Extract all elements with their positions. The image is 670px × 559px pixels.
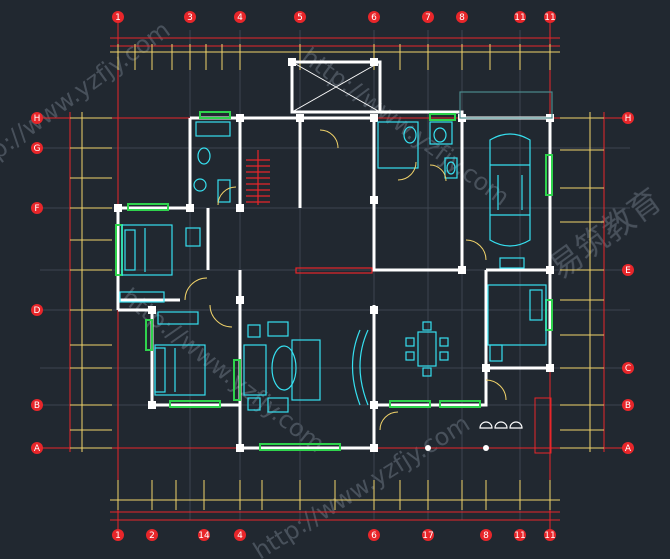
axis-label: A xyxy=(34,444,41,454)
axis-bubble: 11 xyxy=(514,529,526,541)
axis-label: 14 xyxy=(198,531,210,541)
axis-bubble: 11 xyxy=(514,11,526,23)
axis-bubble: 6 xyxy=(368,529,380,541)
axis-bubble: 7 xyxy=(422,11,434,23)
axis-bubble: G xyxy=(31,142,43,154)
axis-label: 11 xyxy=(544,531,555,541)
axis-bubble: C xyxy=(622,362,634,374)
axis-bubble: 11 xyxy=(544,529,556,541)
stair xyxy=(246,150,373,274)
top-axis-labels: 1 3 4 5 6 7 8 11 11 xyxy=(112,11,556,23)
axis-label: 8 xyxy=(483,531,489,541)
axis-label: 11 xyxy=(514,531,525,541)
axis-bubble: 17 xyxy=(422,529,434,541)
right-axis-labels: H E C B A xyxy=(622,112,634,454)
axis-label: 8 xyxy=(459,13,465,23)
axis-label: 5 xyxy=(297,13,303,23)
bottom-axis-labels: 1 2 14 4 6 17 8 11 11 xyxy=(112,529,556,541)
axis-bubble: A xyxy=(31,442,43,454)
axis-label: C xyxy=(625,364,631,374)
dimension-lines xyxy=(70,44,604,510)
axis-bubble: E xyxy=(622,264,634,276)
left-axis-labels: H G F D B A xyxy=(31,112,43,454)
axis-label: 4 xyxy=(237,531,243,541)
axis-bubble: 6 xyxy=(368,11,380,23)
axis-bubble: 11 xyxy=(544,11,556,23)
axis-label: 11 xyxy=(544,13,555,23)
axis-bubble: 8 xyxy=(456,11,468,23)
axis-bubble: 3 xyxy=(184,11,196,23)
living-sofa-set xyxy=(243,321,369,413)
upper-bath-fixtures xyxy=(377,121,458,179)
axis-label: 1 xyxy=(115,531,121,541)
axis-label: 6 xyxy=(371,13,377,23)
garage-car xyxy=(459,91,553,247)
axis-bubble: A xyxy=(622,442,634,454)
axis-label: G xyxy=(34,144,41,154)
axis-bubble: B xyxy=(622,399,634,411)
axis-label: H xyxy=(34,114,41,124)
doors xyxy=(184,129,507,431)
axis-label: 17 xyxy=(422,531,433,541)
axis-bubble: H xyxy=(622,112,634,124)
axis-label: F xyxy=(34,204,39,214)
axis-label: 2 xyxy=(149,531,155,541)
bedroom1-bed xyxy=(119,224,201,303)
watermark: http://www.yzfjy.com http://www.yzfjy.co… xyxy=(0,16,668,559)
axis-label: 7 xyxy=(425,13,431,23)
axis-label: 4 xyxy=(237,13,243,23)
axis-label: 6 xyxy=(371,531,377,541)
watermark-text: http://www.yzfjy.com xyxy=(296,42,514,211)
axis-bubble: B xyxy=(31,399,43,411)
axis-label: 11 xyxy=(514,13,525,23)
axis-bubble: 4 xyxy=(234,11,246,23)
axis-bubble: 8 xyxy=(480,529,492,541)
axis-bubble: 14 xyxy=(198,529,210,541)
axis-label: B xyxy=(34,401,40,411)
porch-planters xyxy=(479,421,523,429)
axis-bubble: 2 xyxy=(146,529,158,541)
axis-bubble: 1 xyxy=(112,11,124,23)
axis-lines xyxy=(40,22,630,536)
axis-bubble: 4 xyxy=(234,529,246,541)
watermark-brand: 易筑教育 xyxy=(542,180,668,286)
axis-label: A xyxy=(625,444,632,454)
axis-label: B xyxy=(625,401,631,411)
axis-bubble: F xyxy=(31,202,43,214)
axis-label: 1 xyxy=(115,13,121,23)
bedroom2-bed xyxy=(154,311,206,396)
windows xyxy=(115,111,553,451)
kitchen xyxy=(487,257,547,362)
axis-bubble: H xyxy=(31,112,43,124)
axis-bubble: 1 xyxy=(112,529,124,541)
watermark-text: http://www.yzfjy.com xyxy=(0,16,175,185)
axis-label: H xyxy=(625,114,632,124)
axis-label: 3 xyxy=(187,13,193,23)
axis-bubble: 5 xyxy=(294,11,306,23)
axis-label: D xyxy=(34,306,41,316)
furniture xyxy=(119,91,553,429)
axis-bubble: D xyxy=(31,304,43,316)
entry-canopy xyxy=(291,61,552,454)
bathroom-fixtures xyxy=(193,121,231,203)
axis-label: E xyxy=(625,266,631,276)
dining-set xyxy=(405,321,449,377)
